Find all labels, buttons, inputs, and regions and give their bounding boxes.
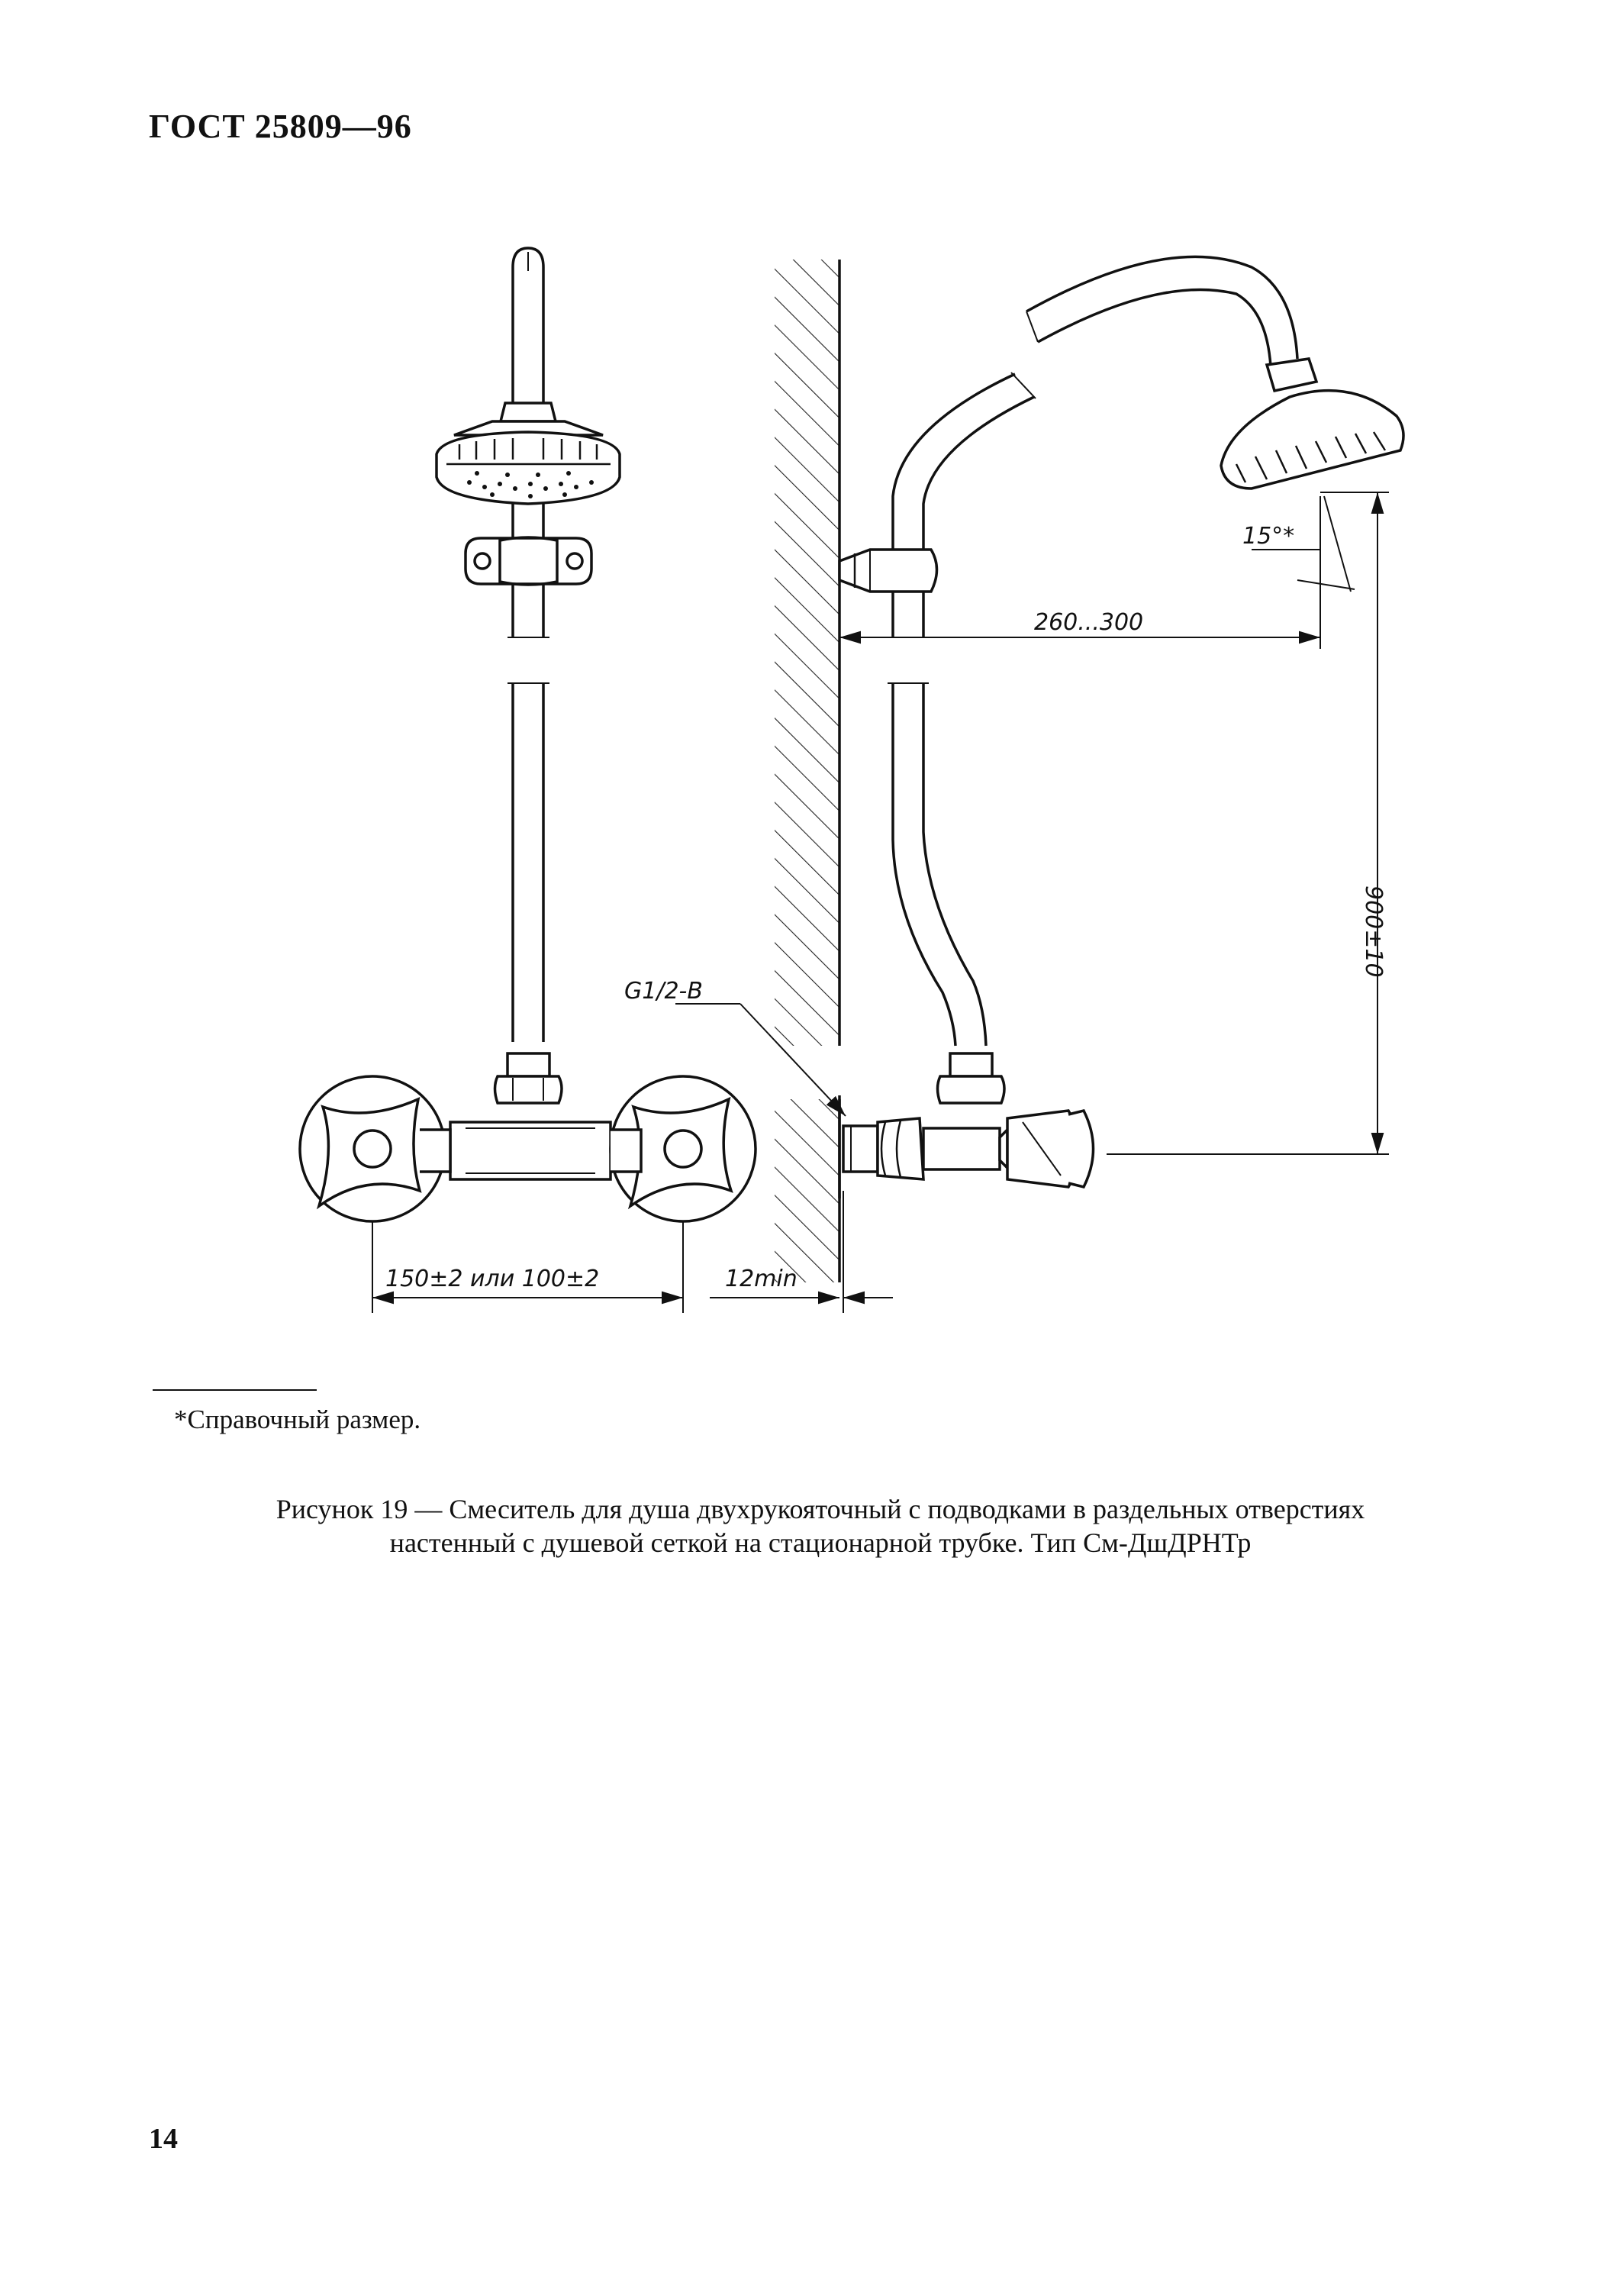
side-view (838, 255, 1405, 1189)
technical-drawing: G1/2-B 260...300 15°* 900±10 150±2 или 1… (298, 247, 1405, 1313)
dim-label-wall-gap: 12min (725, 1266, 798, 1292)
dim-label-spacing: 150±2 или 100±2 (385, 1266, 599, 1292)
wall-section (771, 260, 843, 1282)
dim-label-reach: 260...300 (1034, 609, 1143, 636)
dim-label-thread: G1/2-B (624, 978, 703, 1005)
figure-caption: Рисунок 19 — Смеситель для душа двухруко… (191, 1492, 1450, 1559)
document-header: ГОСТ 25809—96 (149, 108, 412, 145)
figure-caption-line-1: Рисунок 19 — Смеситель для душа двухруко… (276, 1494, 1365, 1524)
front-view (298, 247, 757, 1223)
shower-head-ribs (458, 438, 598, 460)
dim-label-height: 900±10 (1360, 885, 1387, 978)
dim-label-angle: 15°* (1242, 523, 1294, 550)
page-number: 14 (149, 2123, 178, 2155)
dimension-lines (372, 492, 1389, 1313)
footnote: *Справочный размер. (174, 1405, 421, 1434)
figure-caption-line-2: настенный с душевой сеткой на стационарн… (389, 1527, 1252, 1558)
shower-head-holes (467, 471, 594, 498)
footnote-divider (153, 1389, 317, 1391)
